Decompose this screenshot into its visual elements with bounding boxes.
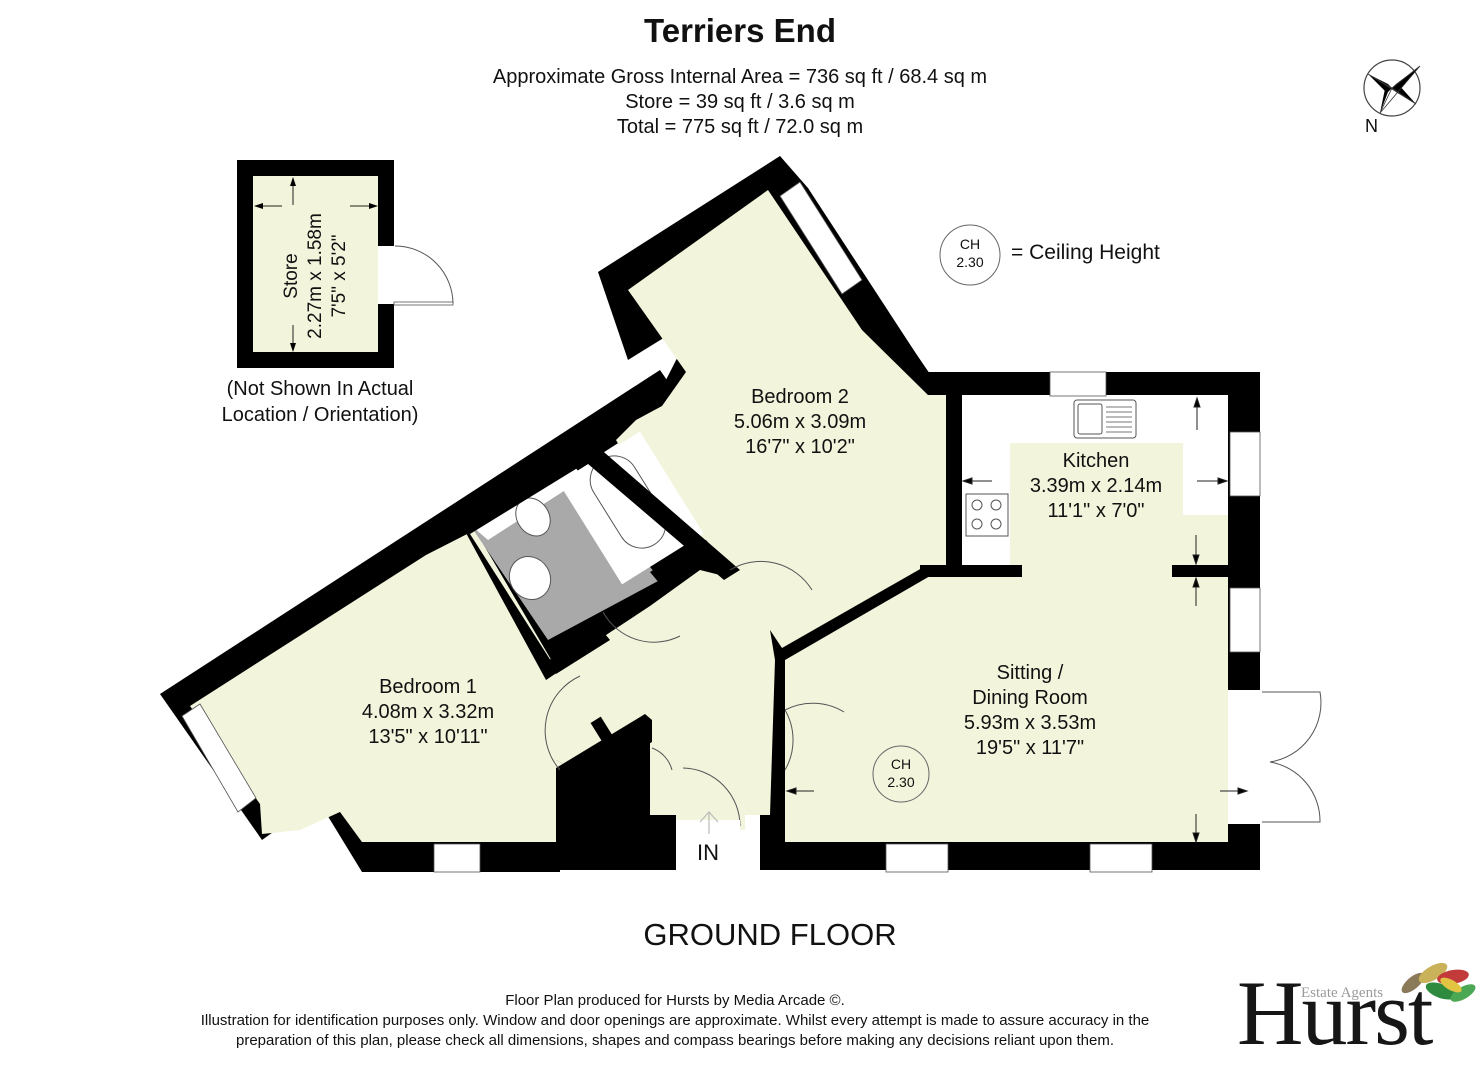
dimension-arrows [785,396,1249,844]
room-ch-badge-text: CH 2.30 [881,755,921,791]
footer-disclaimer-line-2: preparation of this plan, please check a… [235,1032,1114,1049]
room-name: Bedroom 2 [751,386,849,408]
room-dimensions-metric: 5.06m x 3.09m [733,411,867,433]
store-plan [237,160,454,368]
plan-title: Terriers End [644,12,836,49]
store-imperial: 7'5" x 5'2" [329,234,350,318]
hurst-logo: Estate Agents Hurst [1235,955,1476,1065]
room-label-bedroom-2: Bedroom 2 5.06m x 3.09m 16'7" x 10'2" [690,385,910,460]
gross-internal-area: Approximate Gross Internal Area = 736 sq… [492,66,988,88]
ch-legend-badge-value: 2.30 [956,254,984,270]
room-label-bedroom-1: Bedroom 1 4.08m x 3.32m 13'5" x 10'11" [318,675,538,750]
ceiling-height-legend-badge [939,224,1001,286]
room-name-line-2: Dining Room [972,687,1088,709]
room-label-sitting-dining: Sitting / Dining Room 5.93m x 3.53m 19'5… [920,661,1140,761]
store-area: Store = 39 sq ft / 3.6 sq m [625,91,855,113]
store-location-note: (Not Shown In Actual Location / Orientat… [200,376,440,428]
north-label: N [1365,116,1378,136]
room-name-line-1: Sitting / [996,662,1064,684]
leaves-icon [1401,962,1476,1002]
logo-tagline: Estate Agents [1301,985,1384,1001]
french-door-opening [1228,690,1262,824]
room-fills [190,190,1228,846]
room-dimensions-metric: 3.39m x 2.14m [1029,475,1163,497]
footer-disclaimer-line-1: Illustration for identification purposes… [200,1012,1150,1029]
room-ceiling-height-badge [872,745,930,803]
ch-legend-badge-top: CH [959,236,981,252]
footer-credit: Floor Plan produced for Hursts by Media … [505,992,845,1009]
room-dimensions-metric: 4.08m x 3.32m [361,701,495,723]
windows [181,181,1261,873]
compass-rose-icon [1363,59,1421,117]
store-note-line-1: (Not Shown In Actual [226,378,414,400]
entrance-label: IN [697,840,719,865]
ch-legend-badge-text: CH 2.30 [950,235,990,271]
room-dimensions-imperial: 13'5" x 10'11" [368,726,488,748]
room-dimensions-metric: 5.93m x 3.53m [963,712,1097,734]
ch-legend-text: = Ceiling Height [1011,241,1160,264]
room-name: Kitchen [1062,450,1130,472]
room-ch-top: CH [890,756,912,772]
room-ch-value: 2.30 [887,774,915,790]
entrance-arrow-icon [699,811,719,834]
store-name: Store [281,253,302,299]
floor-label: GROUND FLOOR [643,917,897,952]
room-dimensions-imperial: 16'7" x 10'2" [745,436,855,458]
store-label: Store 2.27m x 1.58m 7'5" x 5'2" [280,188,352,364]
door-swings [544,560,1322,827]
entrance-opening [676,820,740,872]
room-label-kitchen: Kitchen 3.39m x 2.14m 11'1" x 7'0" [1006,449,1186,524]
total-area: Total = 775 sq ft / 72.0 sq m [616,116,864,138]
room-dimensions-imperial: 19'5" x 11'7" [975,737,1085,759]
store-note-line-2: Location / Orientation) [221,404,419,426]
store-metric: 2.27m x 1.58m [305,213,326,339]
room-name: Bedroom 1 [379,676,477,698]
logo-wordmark: Hurst [1237,962,1433,1064]
room-dimensions-imperial: 11'1" x 7'0" [1047,500,1145,522]
